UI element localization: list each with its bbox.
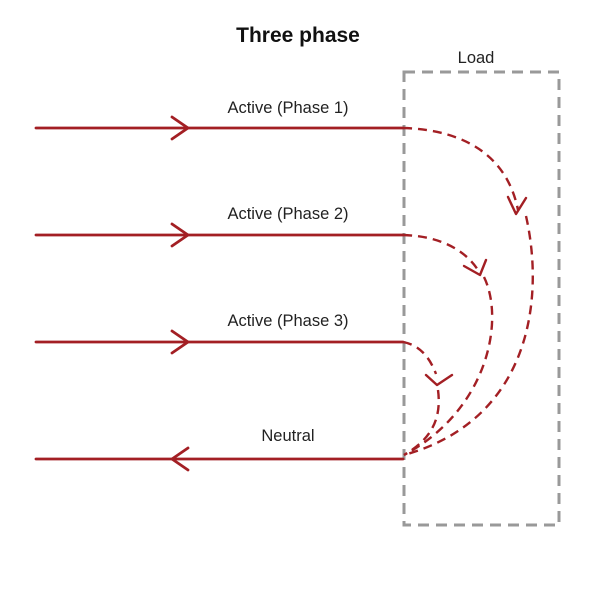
load-box [402,70,561,527]
phase-1-arrow [170,115,190,141]
phase-3-label: Active (Phase 3) [227,312,348,330]
phase-3-return-path [403,389,440,457]
phase-1-current-arrow [506,195,528,216]
load-label: Load [458,49,495,67]
phase-1-label: Active (Phase 1) [227,99,348,117]
neutral-arrow [170,446,190,472]
phase-2-current-arrow [462,258,488,277]
phase-1-return-path [403,215,534,457]
phase-3-arrow [170,329,190,355]
phase-2-line: Active (Phase 2) [34,205,405,248]
neutral-label: Neutral [261,427,314,445]
phase-2-current-path [402,233,480,271]
phase-3-current-path [402,340,438,375]
phase-3-current-arrow [424,373,454,387]
phase-3-line: Active (Phase 3) [34,312,405,355]
phase-2-label: Active (Phase 2) [227,205,348,223]
phase-2-return-path [403,276,494,457]
load-current-paths [402,126,534,457]
neutral-line: Neutral [34,427,405,472]
diagram-title: Three phase [236,24,360,47]
phase-2-arrow [170,222,190,248]
phase-1-line: Active (Phase 1) [34,99,405,141]
phase-1-current-path [402,126,520,211]
